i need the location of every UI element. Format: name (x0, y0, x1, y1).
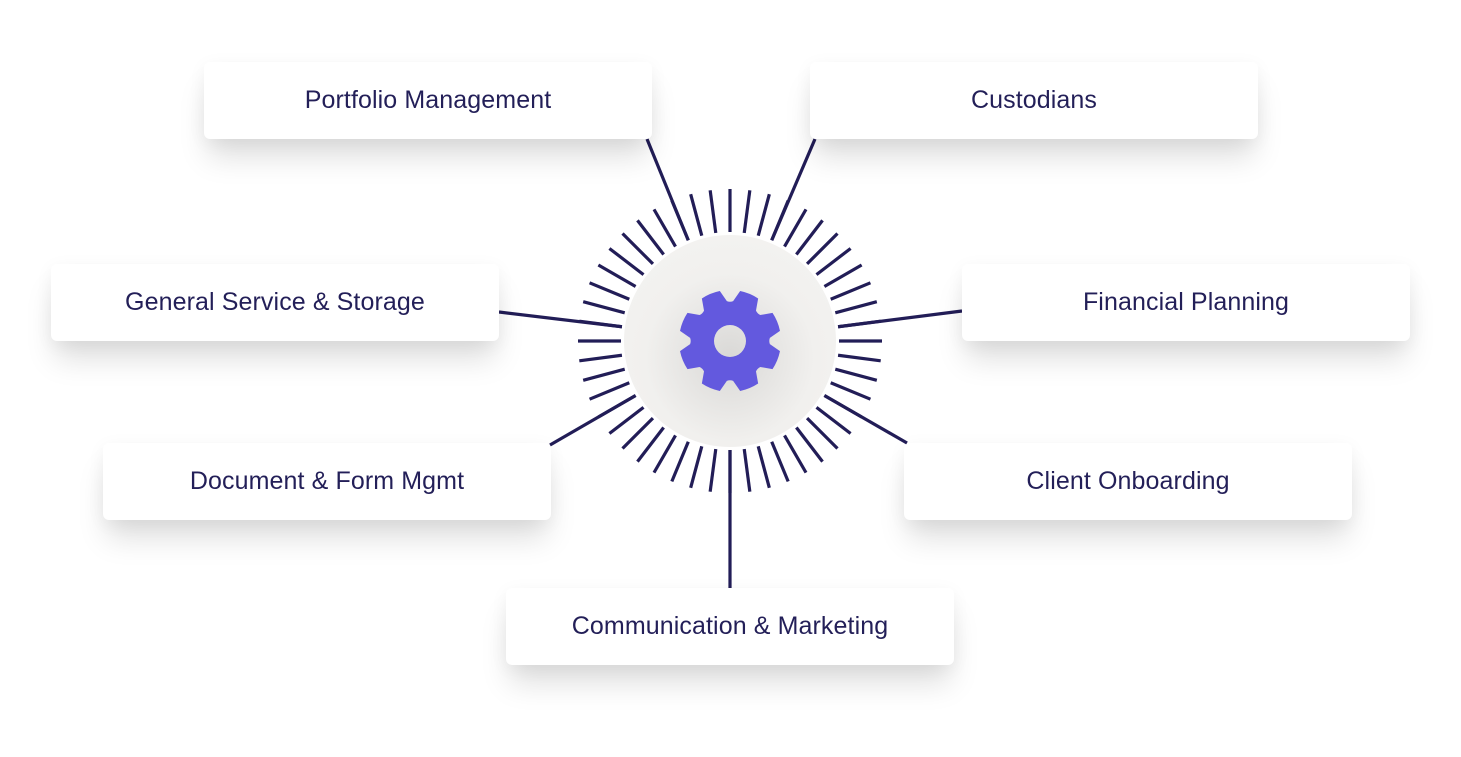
hub-ray (689, 445, 704, 489)
hub-ray (783, 434, 808, 474)
hub-ray (756, 193, 771, 237)
hub-ray (588, 281, 630, 301)
hub-ray (652, 434, 677, 474)
connector-custodians (770, 138, 817, 241)
hub-ray (837, 353, 881, 363)
node-label: Client Onboarding (1026, 467, 1230, 495)
hub-ray (597, 263, 637, 288)
connector-portfolio (645, 138, 690, 241)
hub-ray (670, 441, 690, 483)
hub-rays (578, 189, 882, 493)
node-financial-planning[interactable]: Financial Planning (962, 264, 1410, 341)
hub-ray (823, 263, 863, 288)
connector-client (823, 394, 908, 445)
connector-document (549, 394, 637, 447)
node-label: Document & Form Mgmt (189, 467, 465, 495)
hub-ray (608, 406, 645, 435)
hub-ray (579, 353, 623, 363)
hub-ray (805, 416, 839, 450)
hub-ray (834, 367, 878, 382)
node-label: Custodians (970, 86, 1098, 114)
hub-ray (588, 381, 630, 401)
hub-ray (582, 300, 626, 315)
gear-icon[interactable] (680, 291, 780, 391)
hub-ray (805, 232, 839, 266)
hub-ray (636, 426, 665, 463)
node-label: Portfolio Management (304, 86, 552, 114)
hub-ray (652, 208, 677, 248)
hub-ray (742, 448, 752, 492)
hub-circle (624, 235, 836, 447)
node-document-form-mgmt[interactable]: Document & Form Mgmt (103, 443, 551, 520)
hub-ray (830, 381, 872, 401)
node-custodians[interactable]: Custodians (810, 62, 1258, 139)
node-label: Financial Planning (1082, 288, 1290, 316)
hub-ray (756, 445, 771, 489)
hub-ray (708, 190, 718, 234)
node-portfolio-management[interactable]: Portfolio Management (204, 62, 652, 139)
hub-ray (783, 208, 808, 248)
hub-ray (834, 300, 878, 315)
hub-ray (795, 426, 824, 463)
hub-ray (795, 219, 824, 256)
hub-ray (582, 367, 626, 382)
node-label: General Service & Storage (125, 288, 425, 316)
node-general-service-storage[interactable]: General Service & Storage (51, 264, 499, 341)
hub-ray (621, 416, 655, 450)
hub-ray (621, 232, 655, 266)
connector-lines (498, 138, 963, 588)
connector-general (498, 310, 623, 329)
hub-ray (689, 193, 704, 237)
connector-financial (837, 309, 963, 329)
hub-ray (770, 441, 790, 483)
node-client-onboarding[interactable]: Client Onboarding (904, 443, 1352, 520)
hub-ray (636, 219, 665, 256)
hub-ray (830, 281, 872, 301)
hub-ray (742, 190, 752, 234)
hub-ray (608, 247, 645, 276)
hub-ray (815, 406, 852, 435)
node-label: Communication & Marketing (571, 612, 889, 640)
node-communication-marketing[interactable]: Communication & Marketing (506, 588, 954, 665)
hub-ray (815, 247, 852, 276)
hub-ray (708, 448, 718, 492)
gear-shape (680, 291, 780, 391)
